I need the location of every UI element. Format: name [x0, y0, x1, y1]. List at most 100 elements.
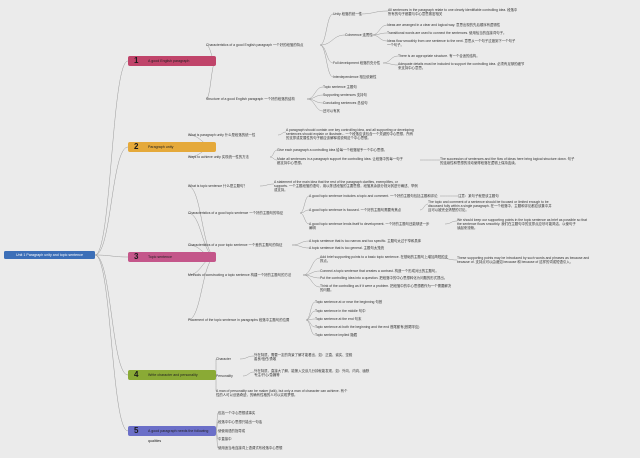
connector-line — [94, 146, 129, 256]
node-poor-ts[interactable]: Characteristics of a poor topic sentence… — [188, 243, 283, 247]
node-personality-desc[interactable]: 外在特质，直接大了解，能第入交谈几分钟就能发现，如：外向、内向、幽默 专注/开心… — [254, 369, 370, 378]
node-quality-5[interactable]: 使用适当地连接词上语调式布段落中心思想 — [218, 446, 283, 450]
node-ts-char-3b[interactable]: We should keep our supporting points in … — [457, 218, 587, 231]
node-methods-ts[interactable]: Methods of constructing a topic sentence… — [188, 273, 292, 277]
node-method-2[interactable]: Connect a topic sentence that creates a … — [320, 269, 439, 273]
connector-line — [187, 256, 217, 321]
node-ways-1[interactable]: Give each paragraph a controlling idea 给… — [277, 148, 388, 152]
category-2-paragraph-unity[interactable]: 2 Paragraph unity — [128, 142, 216, 152]
node-method-3[interactable]: Put the controlling idea into a question… — [320, 276, 448, 280]
connector-line — [319, 44, 334, 78]
category-label: Write character and personality — [148, 373, 198, 377]
node-coherence-1[interactable]: Ideas are arranged in a clear and logica… — [387, 23, 501, 27]
category-label: Paragraph unity — [148, 145, 174, 149]
connector-line — [305, 301, 316, 321]
node-fulldev-2[interactable]: Adequate details must be included to sup… — [398, 62, 525, 71]
connector-line — [291, 244, 310, 249]
node-full-development[interactable]: Full development 段落的充分性 — [333, 61, 381, 65]
category-1-good-paragraph[interactable]: 1 A good English paragraph — [128, 56, 216, 66]
connector-line — [371, 32, 388, 36]
category-label: A good English paragraph — [148, 59, 190, 63]
node-topic-sentence-part[interactable]: Topic sentence 主题句 — [323, 85, 357, 89]
node-placement-2[interactable]: Topic sentence in the middle 句中 — [315, 309, 366, 313]
connector-line — [305, 319, 316, 328]
node-unity[interactable]: Unity 段落的统一性 — [333, 12, 363, 16]
connector-line — [94, 254, 129, 258]
node-what-is-unity[interactable]: What is paragraph unity 什么是段落的统一性 — [188, 133, 256, 137]
node-ts-char-2b[interactable]: The topic and comment of a sentence shou… — [428, 200, 552, 213]
category-label: Topic sentence — [148, 255, 172, 259]
connector-line — [306, 98, 324, 112]
node-ts-char-1b[interactable]: 注意：某句子就是该主题句 — [458, 194, 499, 198]
node-character-desc[interactable]: 外在特质，需要一定的背景了解才能看出，如：正直、诚实、坚毅 善良/信任/勇敢 — [254, 353, 353, 362]
node-supporting-sentences[interactable]: Supporting sentences 支持句 — [323, 93, 367, 97]
node-coherence[interactable]: Coherence 连贯性 — [345, 33, 373, 37]
connector-line — [419, 203, 429, 211]
connector-line — [319, 34, 346, 46]
node-poor-ts-2[interactable]: A topic sentence that is too general. 主题… — [309, 246, 385, 250]
connector-line — [302, 274, 321, 288]
node-unity-desc[interactable]: All sentences in the paragraph relate to… — [388, 8, 518, 17]
connector-line — [299, 212, 310, 225]
connector-line — [205, 60, 217, 100]
node-ts-char-1[interactable]: A good topic sentence includes a topic a… — [309, 194, 438, 198]
category-number: 4 — [134, 370, 139, 379]
node-method-4[interactable]: Think of the controlling as if it were a… — [320, 284, 452, 293]
node-concluding-sentences[interactable]: Concluding sentences 总结句 — [323, 101, 368, 105]
node-interdependence[interactable]: Interdependence 相互依赖性 — [333, 75, 377, 79]
connector-line — [439, 257, 458, 261]
node-ts-char-3[interactable]: A good topic sentence lends itself to de… — [309, 222, 430, 231]
connector-line — [269, 149, 278, 158]
node-c1-structure[interactable]: Structure of a good English paragraph 一个… — [206, 97, 295, 101]
connector-line — [94, 254, 129, 432]
node-quality-1[interactable]: 包括一个中心思想或事实 — [218, 411, 256, 415]
connector-line — [215, 430, 219, 449]
node-quality-2[interactable]: 段落中中心思想只能出一句话 — [218, 420, 263, 424]
node-ways-unity[interactable]: Ways to achieve unity 实现统一性的方法 — [188, 155, 249, 159]
node-good-ts-characteristics[interactable]: Characteristics of a good topic sentence… — [188, 211, 284, 215]
node-placement-4[interactable]: Topic sentence at both the beginning and… — [315, 325, 420, 329]
category-5-qualities[interactable]: 5 A good paragraph needs the following q… — [128, 426, 216, 443]
connector-line — [444, 220, 458, 225]
connector-line — [291, 240, 310, 246]
node-c1-characteristics[interactable]: Characteristics of a good English paragr… — [206, 43, 304, 47]
connector-line — [299, 209, 310, 214]
node-ts-char-2[interactable]: A good topic sentence is focused. 一个好的主题… — [309, 208, 402, 212]
node-method-1[interactable]: Add brief supporting points to a basic t… — [320, 255, 448, 264]
category-number: 3 — [134, 252, 139, 261]
connector-line — [259, 183, 275, 187]
node-coherence-3[interactable]: Ideas flow smoothly from one sentence to… — [387, 39, 516, 48]
node-placement-5[interactable]: Topic sentence implied 隐藏 — [315, 333, 358, 337]
node-character-note[interactable]: A man of personality can be maker (talk)… — [216, 389, 348, 398]
node-method-1b[interactable]: These supporting points may be introduce… — [457, 256, 590, 265]
node-character[interactable]: Character — [216, 357, 231, 361]
node-placement-3[interactable]: Topic sentence at the end 句末 — [315, 317, 362, 321]
connector-line — [94, 254, 129, 376]
node-coherence-2[interactable]: Transitional words are used to connect t… — [387, 31, 507, 35]
category-3-topic-sentence[interactable]: 3 Topic sentence — [128, 252, 216, 262]
node-other[interactable]: 还可以有其 — [323, 109, 340, 113]
node-placement-ts[interactable]: Placement of the topic sentence in parag… — [188, 318, 290, 322]
node-ways-2[interactable]: Make all sentences in a paragraph suppor… — [277, 157, 403, 166]
connector-line — [94, 60, 129, 256]
connector-line — [242, 371, 255, 377]
node-ways-2b[interactable]: The succession of sentences and the flow… — [440, 157, 575, 166]
node-quality-4[interactable]: 中直接中 — [218, 437, 232, 441]
category-number: 2 — [134, 142, 139, 151]
node-personality[interactable]: Personality — [216, 374, 233, 378]
category-label: A good paragraph needs the following qua… — [148, 429, 209, 443]
node-what-topic-sentence[interactable]: What is topic sentence 什么是主题句？ — [188, 184, 247, 188]
connector-line — [277, 131, 287, 136]
node-placement-1[interactable]: Topic sentence at or near the beginning … — [315, 300, 383, 304]
connector-line — [382, 55, 399, 64]
node-quality-3[interactable]: 使使用语的指导成 — [218, 429, 246, 433]
node-topic-sentence-def[interactable]: A statement of the main idea that the re… — [274, 180, 418, 193]
node-poor-ts-1[interactable]: A topic sentence that is too narrow and … — [309, 239, 422, 243]
node-fulldev-1[interactable]: There is an appropriate structure. 有一个合适… — [398, 54, 480, 58]
connector-line — [305, 310, 316, 321]
root-node[interactable]: Unit 1 Paragraph unity and topic sentenc… — [4, 251, 95, 259]
connector-line — [319, 13, 334, 46]
node-unity-definition[interactable]: A paragraph should contain one key contr… — [286, 128, 414, 141]
category-4-character-personality[interactable]: 4 Write character and personality — [128, 370, 216, 380]
